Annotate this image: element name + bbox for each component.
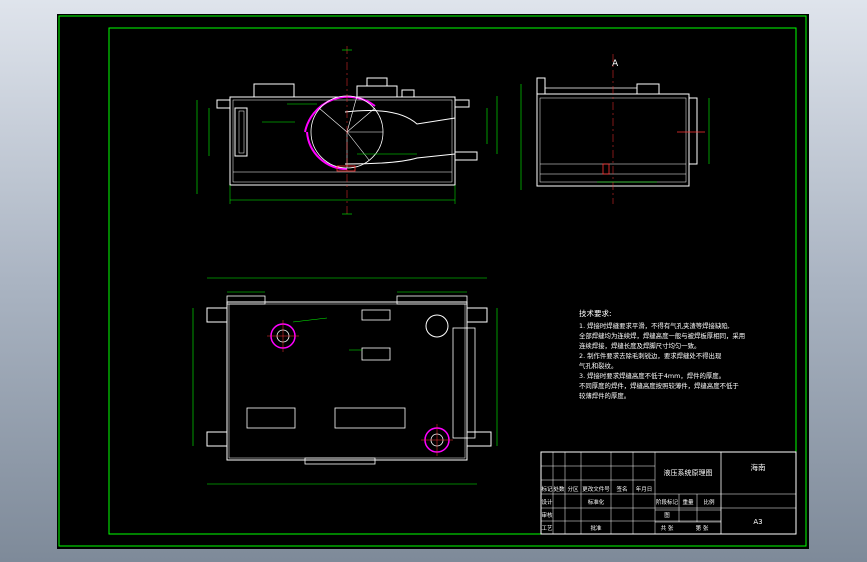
sheet-size: A3 [753,518,762,526]
tech-note-line: 1. 焊接时焊缝要求平滑，不得有气孔夹渣等焊接缺陷, [579,321,730,330]
drawing-canvas[interactable]: A [57,14,809,549]
label-sheet-no: 第 张 [696,524,709,532]
inner-border [108,27,797,535]
label-weight: 重量 [682,498,694,506]
tech-note-line: 不同厚度的焊件，焊缝高度按照较薄件，焊缝高度不低于 [579,381,739,390]
top-view [192,277,498,485]
label-mark: 标记 [541,485,553,493]
label-signature: 签名 [616,485,627,493]
label-date: 年月日 [636,485,653,493]
label-sheet-total: 共 张 [661,524,674,532]
label-zone: 分区 [567,485,579,493]
tech-note-line: 连续焊接，焊缝长度及焊脚尺寸均匀一致。 [579,341,700,350]
tech-notes: 技术要求: 1. 焊接时焊缝要求平滑，不得有气孔夹渣等焊接缺陷, 全部焊缝均为连… [579,308,745,400]
label-stage-mark: 阶段标记 [656,498,679,506]
title-block: 液压系统原理图 海南 A3 标记 处数 分区 更改文件号 签名 年月日 阶段标记… [540,451,797,535]
label-standardize: 标准化 [588,498,605,506]
label-scale: 比例 [703,498,715,506]
tech-note-line: 全部焊缝均为连续焊，焊缝高度一般与被焊板厚相同，采用 [579,331,745,340]
label-process: 工艺 [541,525,553,532]
drawing-sheet[interactable]: A [57,14,809,549]
company-name: 海南 [751,462,766,472]
front-view [196,46,498,215]
label-approve: 批准 [590,524,602,532]
outer-frame [58,15,807,547]
label-count: 处数 [553,485,565,493]
tech-note-line: 3. 焊接时要求焊缝高度不低于4mm，焊件的厚度。 [579,371,725,380]
label-design: 设计 [541,498,553,506]
tech-note-line: 2. 制作件要求去除毛刺锐边，要求焊缝处不得出现 [579,351,722,360]
tech-note-line: 较薄焊件的厚度。 [579,391,630,400]
label-figure: 图 [664,511,670,519]
side-view-label: A [612,59,619,69]
tech-notes-heading: 技术要求: [579,308,612,318]
side-view: A [520,54,710,204]
label-review: 审核 [541,511,553,519]
drawing-name: 液压系统原理图 [664,468,713,477]
tech-note-line: 气孔和裂纹。 [579,361,617,370]
label-change-doc: 更改文件号 [582,485,610,493]
